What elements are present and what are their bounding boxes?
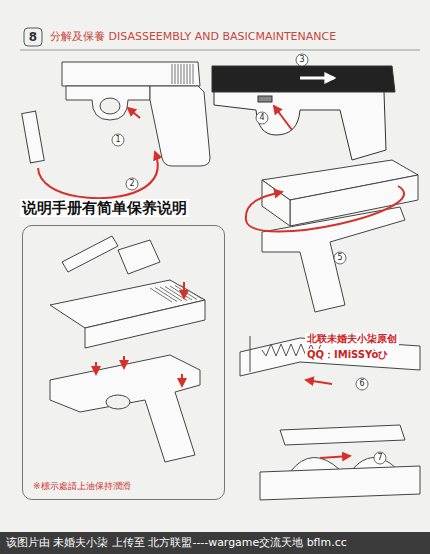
pistol-fig1: [187, 64, 188, 84]
parts-panel-art: [181, 374, 183, 386]
page-heading: 分解及保養 DISASSEEMBLY AND BASICMAINTENANCE: [50, 30, 336, 43]
watermark-band: 该图片由 未婚夫小柒 上传至 北方联盟----wargame交流天地 bflm.…: [0, 532, 430, 554]
parts-panel-art: [85, 300, 205, 348]
pistol-fig3: [262, 207, 405, 312]
parts-panel-art: [123, 356, 125, 368]
callout-circles: [356, 378, 368, 390]
callout-circles: [374, 452, 386, 464]
callout-circles: [112, 54, 386, 464]
callout-number: 6: [359, 379, 364, 389]
callout-number: 7: [377, 453, 382, 463]
barrel-fig7: [260, 466, 420, 500]
slide-fig2: [300, 77, 334, 80]
parts-panel-art: [150, 285, 202, 302]
spring-fig6: [250, 336, 251, 372]
slide-fig2: [258, 96, 272, 102]
callout-circles: [256, 112, 268, 124]
pistol-fig1: [62, 62, 200, 86]
watermark: 北联未婚夫小柒原创: [305, 333, 399, 345]
parts-panel-art: [50, 355, 200, 462]
pistol-fig1: [184, 64, 185, 84]
pistol-fig1: [190, 64, 191, 84]
section-number: 8: [29, 30, 37, 44]
parts-panel-art: [106, 395, 130, 409]
callout-circles: [334, 252, 346, 264]
callout-circles: [296, 54, 308, 66]
watermark: QQ：IMiSSYòひ: [305, 349, 390, 361]
callout-number: 1: [115, 135, 120, 145]
parts-panel-art: [155, 288, 177, 302]
pistol-fig1: [22, 111, 44, 163]
slide-fig2: [212, 66, 395, 92]
spring-fig6: [306, 380, 332, 384]
parts-panel-art: [170, 286, 192, 300]
callout-number: 3: [299, 55, 304, 65]
node-text: ※標示處請上油保持潤滑: [33, 480, 131, 493]
parts-panel: ※標示處請上油保持潤滑: [22, 225, 225, 500]
pistol-fig1: [150, 86, 210, 166]
pistol-fig1: [66, 86, 150, 120]
callout-number: 5: [337, 253, 342, 263]
slide-fig2: [214, 92, 386, 160]
pistol-fig1: [22, 62, 210, 198]
parts-panel-art: [160, 287, 182, 301]
pistol-fig1: [128, 108, 140, 118]
pistol-fig1: [193, 64, 194, 84]
callout-number: 4: [259, 113, 264, 123]
barrel-fig7: [320, 456, 350, 458]
barrel-fig7: [280, 425, 405, 445]
pistol-fig3: [246, 160, 418, 312]
pistol-fig1: [172, 64, 173, 84]
callout-circles: [112, 134, 124, 146]
parts-panel-art: [175, 286, 197, 300]
parts-panel-art: [150, 288, 172, 302]
pistol-fig1: [178, 64, 179, 84]
pistol-fig1: [175, 64, 176, 84]
header-rule: [20, 50, 420, 51]
pistol-fig1: [38, 152, 158, 198]
header-rule: [20, 28, 420, 50]
parts-panel-art: [118, 240, 160, 274]
callout-number: 2: [129, 179, 134, 189]
parts-panel-art: [183, 282, 185, 298]
parts-panel-art: [95, 362, 97, 374]
pistol-fig3: [246, 186, 404, 232]
overlay-note: 说明手册有简单保养说明: [20, 199, 189, 217]
barrel-fig7: [260, 425, 420, 500]
pistol-fig1: [172, 64, 193, 84]
pistol-fig3: [262, 180, 290, 226]
header-rule: [24, 28, 42, 46]
parts-panel-art: [50, 236, 205, 462]
pistol-fig1: [100, 98, 120, 114]
node-text: 该图片由 未婚夫小柒 上传至 北方联盟----wargame交流天地 bflm.…: [6, 536, 426, 550]
pistol-fig1: [181, 64, 182, 84]
parts-panel-art: [62, 236, 118, 272]
callout-circles: [126, 178, 138, 190]
slide-fig2: [274, 106, 292, 130]
slide-fig2: [212, 66, 395, 160]
